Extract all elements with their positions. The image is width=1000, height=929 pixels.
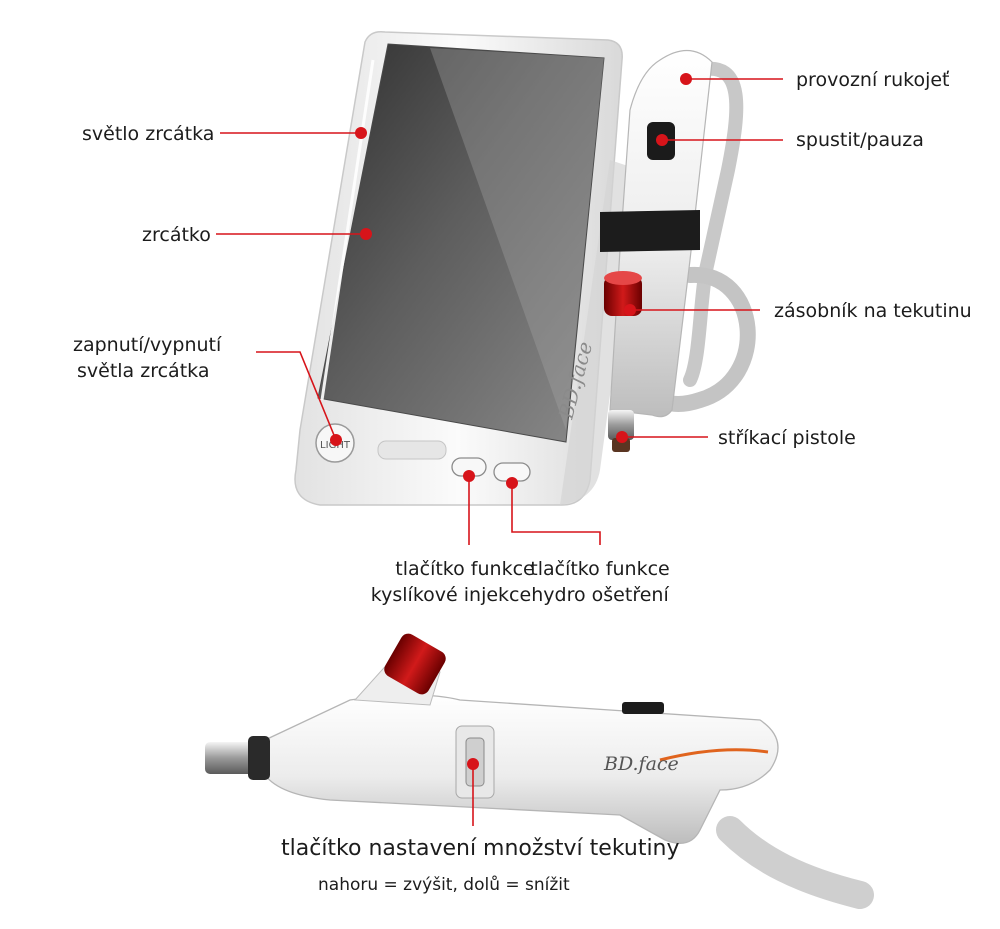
label-light-toggle-2: světla zrcátka	[77, 360, 210, 382]
front-slot	[377, 440, 447, 460]
label-up-down: nahoru = zvýšit, dolů = snížit	[318, 875, 570, 895]
label-spray-gun: stříkací pistole	[718, 427, 856, 449]
label-reservoir: zásobník na tekutinu	[774, 300, 972, 322]
bottom-callout	[467, 758, 479, 826]
callout-dots	[330, 73, 692, 489]
operating-handle	[600, 49, 713, 452]
label-liquid-amount: tlačítko nastavení množství tekutiny	[281, 836, 680, 861]
label-mirror-light: světlo zrcátka	[82, 123, 215, 145]
label-oxygen-2: kyslíkové injekce	[370, 584, 532, 606]
callout-lines	[216, 78, 783, 545]
spray-nozzle	[608, 410, 634, 440]
mirror-light-strip	[320, 59, 375, 401]
spray-gun-detail: BD.face	[205, 633, 874, 909]
gun-brand-text: BD.face	[603, 753, 679, 775]
handle-holder	[600, 210, 700, 252]
label-mirror: zrcátko	[142, 224, 211, 246]
label-oxygen-1: tlačítko funkce	[395, 558, 535, 580]
label-operating-handle: provozní rukojeť	[796, 69, 950, 91]
label-start-pause: spustit/pauza	[796, 129, 924, 151]
label-hydro-2: hydro ošetření	[531, 584, 669, 606]
label-light-toggle-1: zapnutí/vypnutí	[73, 334, 222, 356]
gun-reservoir	[384, 633, 446, 695]
label-hydro-1: tlačítko funkce	[530, 558, 670, 580]
